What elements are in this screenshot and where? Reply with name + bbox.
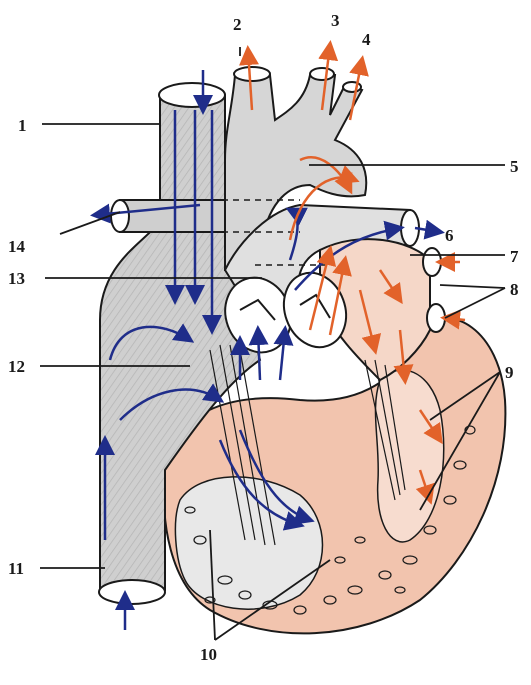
right-pulmonary-artery — [120, 200, 225, 232]
label-11: 11 — [8, 559, 24, 578]
label-8: 8 — [510, 280, 519, 299]
label-12: 12 — [8, 357, 25, 376]
label-14: 14 — [8, 237, 26, 256]
label-1: 1 — [18, 116, 27, 135]
inferior-vena-cava-opening — [99, 580, 165, 604]
right-ventricle-cavity — [175, 477, 322, 609]
label-2: 2 — [233, 15, 242, 34]
label-4: 4 — [362, 30, 371, 49]
superior-vena-cava-opening — [159, 83, 225, 107]
label-13: 13 — [8, 269, 25, 288]
carotid-opening — [310, 68, 334, 80]
label-9: 9 — [505, 363, 514, 382]
label-3: 3 — [331, 11, 340, 30]
label-5: 5 — [510, 157, 519, 176]
label-6: 6 — [445, 226, 454, 245]
brachiocephalic-opening — [234, 67, 270, 81]
right-pulmonary-artery-opening — [111, 200, 129, 232]
label-7: 7 — [510, 247, 519, 266]
pulmonary-vein-upper — [423, 248, 441, 276]
label-10: 10 — [200, 645, 217, 664]
pulmonary-vein-lower — [427, 304, 445, 332]
